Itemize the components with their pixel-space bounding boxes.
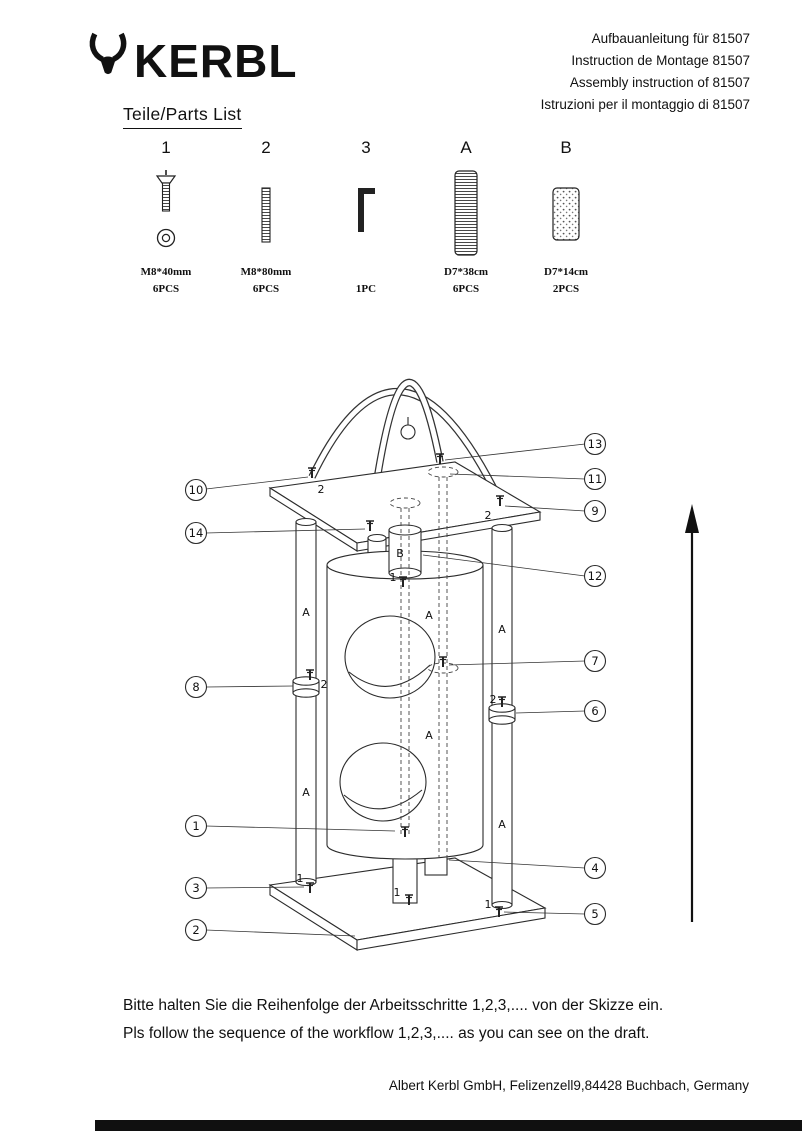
part-qty: 1PC	[355, 283, 377, 295]
drawing-part-labels: A A A A A A B 1 1 1 1 2 2 2 2	[297, 483, 507, 911]
parts-list: 1 M8*40mm 6PCS 2 M8*80mm 6PCS 3	[116, 138, 646, 295]
svg-text:1: 1	[297, 872, 304, 885]
svg-text:4: 4	[591, 861, 598, 875]
svg-text:2: 2	[490, 693, 497, 706]
hanging-ring	[400, 424, 416, 440]
callout-7: 7	[583, 649, 607, 673]
part-number: A	[460, 138, 472, 157]
svg-text:A: A	[302, 786, 310, 799]
part-item-2: 2 M8*80mm 6PCS	[216, 138, 316, 295]
part-spec: M8*40mm	[140, 266, 192, 278]
allen-key-icon	[316, 162, 416, 266]
sequence-note-en: Pls follow the sequence of the workflow …	[123, 1025, 650, 1042]
title-fr: Instruction de Montage 81507	[571, 52, 750, 68]
screw-with-washer-icon	[116, 162, 216, 266]
lower-hole	[339, 742, 427, 822]
left-post	[292, 517, 320, 887]
title-de: Aufbauanleitung für 81507	[591, 31, 750, 46]
callout-6: 6	[583, 699, 607, 723]
svg-text:11: 11	[588, 472, 603, 486]
callout-5: 5	[583, 902, 607, 926]
svg-text:7: 7	[591, 654, 598, 668]
brand-text: KERBL	[134, 35, 298, 87]
part-number: B	[560, 138, 572, 157]
svg-text:10: 10	[189, 483, 204, 497]
right-post	[488, 523, 516, 910]
upper-hole	[344, 615, 436, 699]
callout-13: 13	[583, 432, 607, 456]
threaded-rod-icon	[216, 162, 316, 266]
svg-text:3: 3	[192, 881, 199, 895]
part-item-1: 1 M8*40mm 6PCS	[116, 138, 216, 295]
part-qty: 2PCS	[552, 283, 580, 295]
callout-3: 3	[184, 876, 208, 900]
title-en: Assembly instruction of 81507	[569, 74, 750, 90]
short-post-icon	[516, 162, 616, 266]
part-spec	[316, 266, 416, 280]
callout-2: 2	[184, 918, 208, 942]
part-spec: D7*38cm	[444, 266, 488, 278]
title-it: Istruzioni per il montaggio di 81507	[540, 96, 750, 112]
part-item-3: 3 1PC	[316, 138, 416, 295]
leader-lines	[205, 443, 586, 937]
svg-text:A: A	[425, 729, 433, 742]
callout-14: 14	[184, 521, 208, 545]
callout-12: 12	[583, 564, 607, 588]
svg-text:A: A	[498, 623, 506, 636]
part-spec: M8*80mm	[240, 266, 292, 278]
svg-text:2: 2	[192, 923, 199, 937]
svg-text:1: 1	[390, 571, 397, 584]
svg-text:5: 5	[591, 907, 598, 921]
svg-text:8: 8	[192, 680, 199, 694]
part-number: 1	[161, 138, 171, 157]
title-block: Aufbauanleitung für 81507 Instruction de…	[541, 28, 750, 115]
svg-text:13: 13	[588, 437, 603, 451]
part-qty: 6PCS	[452, 283, 480, 295]
part-qty: 6PCS	[252, 283, 280, 295]
barrel-tube	[326, 550, 484, 860]
part-number: 2	[261, 138, 271, 157]
svg-text:A: A	[425, 609, 433, 622]
part-qty: 6PCS	[152, 283, 180, 295]
company-address: Albert Kerbl GmbH, Felizenzell9,84428 Bu…	[388, 1078, 749, 1093]
svg-text:1: 1	[485, 898, 492, 911]
svg-text:A: A	[498, 818, 506, 831]
upper-short-post	[388, 524, 422, 579]
svg-text:6: 6	[591, 704, 598, 718]
callout-11: 11	[583, 467, 607, 491]
kerbl-animal-head-icon	[86, 30, 130, 87]
part-number: 3	[361, 138, 371, 157]
part-item-B: B D7*14cm 2PCS	[516, 138, 616, 295]
callout-4: 4	[583, 856, 607, 880]
svg-text:14: 14	[189, 526, 204, 540]
svg-text:12: 12	[588, 569, 603, 583]
up-arrow-icon	[685, 504, 699, 922]
callout-1: 1	[184, 814, 208, 838]
svg-text:2: 2	[321, 678, 328, 691]
long-post-icon	[416, 162, 516, 266]
assembly-diagram: A A A A A A B 1 1 1 1 2 2 2 2 10	[184, 378, 699, 951]
parts-list-heading: Teile/Parts List	[123, 104, 242, 129]
top-arches	[308, 378, 504, 529]
svg-text:1: 1	[394, 886, 401, 899]
svg-text:2: 2	[318, 483, 325, 496]
bottom-bar	[95, 1120, 802, 1131]
sequence-note-de: Bitte halten Sie die Reihenfolge der Arb…	[123, 997, 664, 1014]
callout-9: 9	[583, 499, 607, 523]
part-item-A: A D7*38cm 6PCS	[416, 138, 516, 295]
svg-text:B: B	[396, 547, 404, 560]
svg-text:2: 2	[485, 509, 492, 522]
screw-axes	[389, 466, 459, 858]
svg-text:1: 1	[192, 819, 199, 833]
svg-text:A: A	[302, 606, 310, 619]
part-spec: D7*14cm	[544, 266, 588, 278]
kerbl-logo: KERBL	[86, 30, 297, 87]
callout-8: 8	[184, 675, 208, 699]
callout-10: 10	[184, 478, 208, 502]
svg-text:9: 9	[591, 504, 598, 518]
